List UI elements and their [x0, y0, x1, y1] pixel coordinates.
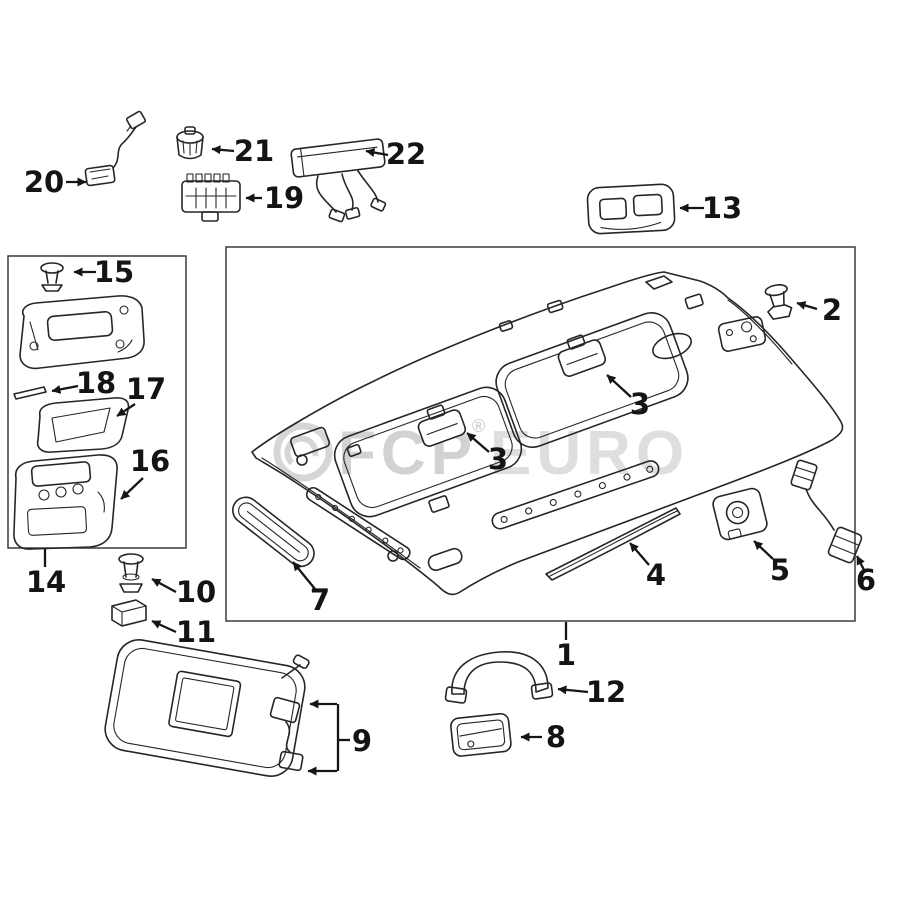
callout-11: 11	[151, 615, 216, 649]
callout-22: 22	[365, 137, 426, 171]
callouts: 20 21 19 22 13 15 18 17	[24, 134, 876, 776]
callout-1: 1	[556, 622, 576, 672]
callout-16-label: 16	[130, 444, 170, 478]
callout-3-upper: 3	[606, 374, 650, 421]
callout-7: 7	[292, 561, 330, 617]
part-16-console	[13, 454, 118, 550]
callout-13-label: 13	[702, 191, 742, 225]
callout-6: 6	[856, 555, 876, 597]
callout-8: 8	[520, 720, 566, 754]
part-12-grab-handle	[444, 651, 554, 704]
part-20-wire-harness	[84, 110, 146, 187]
callout-10: 10	[151, 575, 216, 609]
callout-14-label: 14	[26, 565, 66, 599]
part-7-side-trim	[232, 496, 315, 568]
part-2-clip	[764, 284, 793, 320]
callout-5: 5	[753, 540, 790, 587]
callout-4-label: 4	[646, 558, 666, 592]
callout-13: 13	[679, 191, 742, 225]
callout-17: 17	[116, 372, 166, 417]
callout-2-label: 2	[822, 293, 842, 327]
part-8-lamp-module	[450, 712, 512, 757]
callout-14: 14	[26, 549, 66, 599]
part-21-socket	[176, 126, 204, 160]
callout-18-label: 18	[76, 366, 116, 400]
callout-15-label: 15	[94, 255, 134, 289]
callout-12-label: 12	[586, 675, 626, 709]
callout-3-lower: 3	[466, 432, 508, 476]
callout-8-label: 8	[546, 720, 566, 754]
callout-5-label: 5	[770, 553, 790, 587]
fcp-logo-icon	[273, 422, 333, 482]
callout-11-label: 11	[176, 615, 216, 649]
callout-3-lower-label: 3	[488, 442, 508, 476]
callout-9: 9	[307, 699, 372, 776]
part-1-headliner	[251, 271, 844, 596]
callout-17-label: 17	[126, 372, 166, 406]
watermark-registered: ®	[472, 416, 490, 436]
part-18-strip	[13, 386, 47, 400]
part-10-clip	[118, 553, 144, 593]
group-box-1	[225, 246, 856, 622]
callout-16: 16	[120, 444, 170, 500]
part-4-trim-strip	[545, 507, 681, 581]
part-5-bracket	[712, 487, 768, 541]
callout-20-label: 20	[24, 165, 64, 199]
callout-21: 21	[211, 134, 274, 168]
callout-22-label: 22	[386, 137, 426, 171]
callout-9-label: 9	[352, 724, 372, 758]
callout-1-label: 1	[556, 638, 576, 672]
callout-21-label: 21	[234, 134, 274, 168]
callout-7-label: 7	[310, 583, 330, 617]
part-14-console-assembly	[19, 295, 145, 370]
part-19-connector	[181, 173, 241, 222]
part-15-clip	[40, 262, 64, 292]
watermark-euro: EURO	[490, 419, 689, 488]
part-17-lens	[36, 397, 130, 453]
part-22-module	[290, 138, 387, 223]
callout-10-label: 10	[176, 575, 216, 609]
callout-18: 18	[51, 366, 116, 400]
part-3-bracket-upper	[557, 334, 607, 377]
callout-3-upper-label: 3	[630, 387, 650, 421]
callout-15: 15	[73, 255, 134, 289]
callout-12: 12	[557, 675, 626, 709]
part-6-cable	[790, 459, 863, 564]
callout-6-label: 6	[856, 563, 876, 597]
part-13-overhead-console	[586, 183, 676, 235]
callout-19: 19	[245, 181, 304, 215]
callout-4: 4	[629, 542, 666, 592]
callout-20: 20	[24, 165, 87, 199]
part-3-bracket-lower	[417, 404, 467, 447]
callout-2: 2	[796, 293, 842, 327]
part-11-clip-mount	[111, 599, 147, 627]
group-box-14	[7, 255, 187, 549]
callout-19-label: 19	[264, 181, 304, 215]
part-9-sun-visor	[104, 639, 310, 777]
